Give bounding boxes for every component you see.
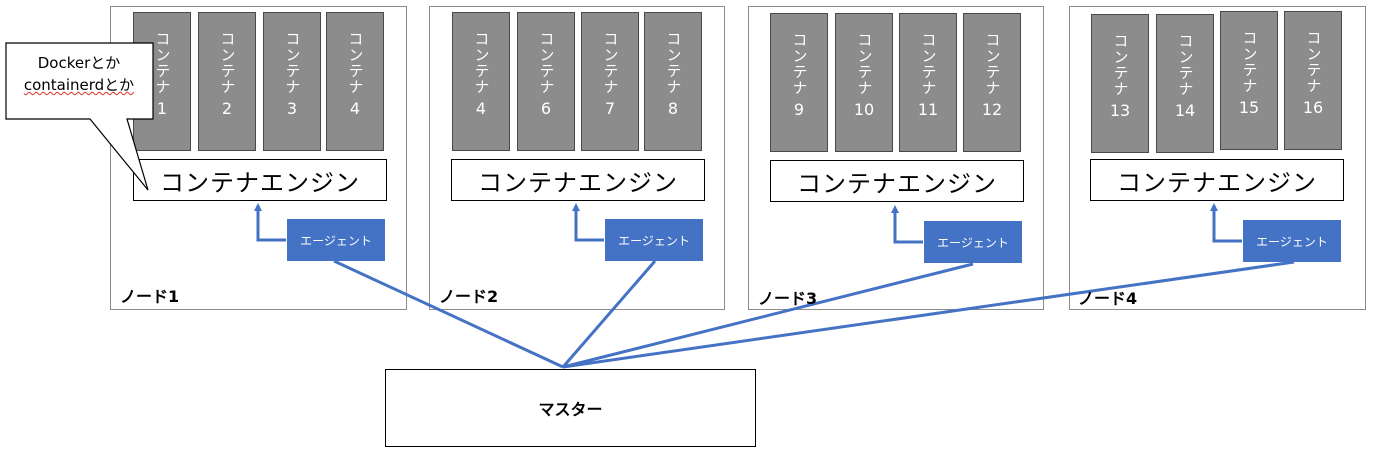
node-2: コンテナ 4 コンテナ 6 コンテナ 7 コンテナ 8 コンテナエンジン エージ… [429, 6, 725, 310]
container-1: コンテナ 9 [770, 13, 828, 152]
container-3: コンテナ 15 [1220, 11, 1278, 150]
callout-line-2: containerdとか [23, 76, 135, 94]
container-engine: コンテナエンジン [770, 160, 1024, 202]
container-number: 2 [221, 99, 233, 118]
container-label: コンテナ [601, 31, 620, 95]
container-2: コンテナ 10 [835, 13, 893, 152]
container-4: コンテナ 4 [326, 12, 384, 151]
agent: エージェント [605, 219, 703, 261]
container-number: 4 [475, 99, 487, 118]
container-number: 10 [853, 100, 875, 119]
master: マスター [385, 369, 756, 447]
container-label: コンテナ [919, 32, 938, 96]
node-4: コンテナ 13 コンテナ 14 コンテナ 15 コンテナ 16 コンテナエンジン… [1069, 6, 1366, 310]
container-label: コンテナ [1111, 33, 1130, 97]
container-number: 8 [667, 99, 679, 118]
container-label: コンテナ [283, 31, 302, 95]
node-label: ノード4 [1078, 289, 1138, 308]
container-4: コンテナ 16 [1284, 11, 1342, 150]
container-1: コンテナ 4 [452, 12, 510, 151]
container-number: 4 [349, 99, 361, 118]
container-number: 16 [1302, 98, 1324, 117]
container-label: コンテナ [790, 32, 809, 96]
container-number: 15 [1238, 98, 1260, 117]
node-label: ノード2 [439, 287, 499, 306]
container-number: 3 [286, 99, 298, 118]
container-label: コンテナ [346, 31, 365, 95]
container-label: コンテナ [218, 31, 237, 95]
node-label: ノード1 [120, 287, 180, 306]
agent: エージェント [924, 221, 1022, 263]
container-2: コンテナ 2 [198, 12, 256, 151]
node-label: ノード3 [758, 289, 818, 308]
container-label: コンテナ [537, 31, 556, 95]
container-label: コンテナ [983, 32, 1002, 96]
container-4: コンテナ 8 [644, 12, 702, 151]
container-label: コンテナ [1240, 30, 1259, 94]
container-label: コンテナ [153, 31, 172, 95]
container-1: コンテナ 13 [1091, 14, 1149, 153]
container-number: 11 [917, 100, 939, 119]
container-engine: コンテナエンジン [451, 159, 705, 201]
container-2: コンテナ 6 [517, 12, 575, 151]
container-number: 12 [981, 100, 1003, 119]
container-label: コンテナ [855, 32, 874, 96]
container-label: コンテナ [664, 31, 683, 95]
container-label: コンテナ [1176, 33, 1195, 97]
container-engine: コンテナエンジン [1090, 159, 1344, 201]
agent: エージェント [287, 219, 385, 261]
container-number: 1 [156, 99, 168, 118]
callout-line-1: Dockerとか [37, 54, 121, 72]
container-number: 13 [1109, 101, 1131, 120]
container-number: 14 [1174, 101, 1196, 120]
container-label: コンテナ [472, 31, 491, 95]
container-3: コンテナ 3 [263, 12, 321, 151]
callout-text: Dockerとか containerdとか [10, 52, 148, 96]
container-number: 6 [540, 99, 552, 118]
node-3: コンテナ 9 コンテナ 10 コンテナ 11 コンテナ 12 コンテナエンジン … [748, 6, 1044, 310]
container-engine: コンテナエンジン [133, 159, 387, 201]
agent: エージェント [1243, 220, 1341, 262]
container-number: 9 [793, 100, 805, 119]
container-number: 7 [604, 99, 616, 118]
container-label: コンテナ [1304, 30, 1323, 94]
container-3: コンテナ 11 [899, 13, 957, 152]
node-1: コンテナ 1 コンテナ 2 コンテナ 3 コンテナ 4 コンテナエンジン エージ… [110, 6, 407, 310]
container-2: コンテナ 14 [1156, 14, 1214, 153]
container-4: コンテナ 12 [963, 13, 1021, 152]
container-3: コンテナ 7 [581, 12, 639, 151]
